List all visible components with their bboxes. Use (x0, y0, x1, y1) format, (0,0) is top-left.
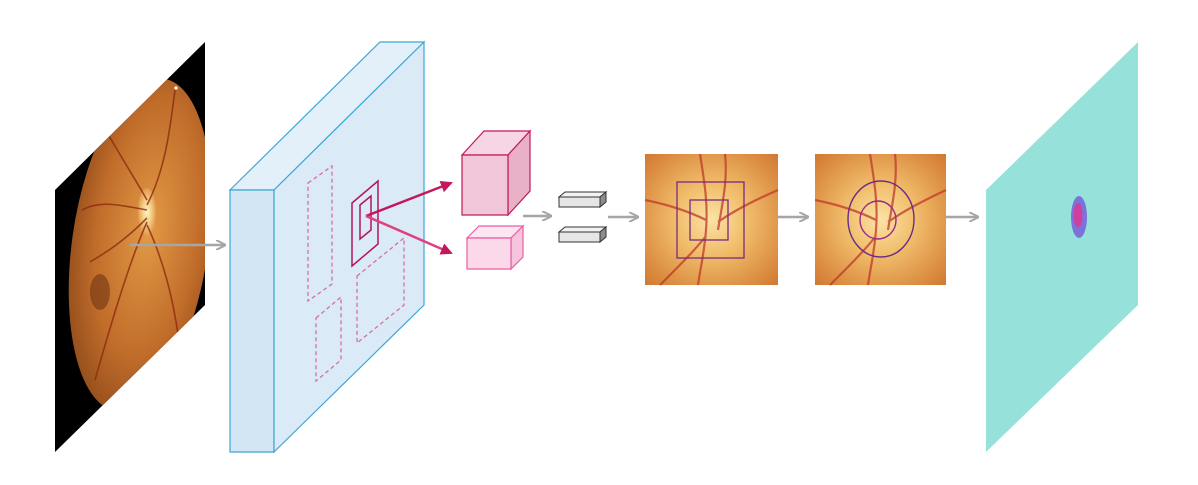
roi-box-lower (315, 295, 342, 383)
input-fundus-image (55, 42, 205, 452)
selected-roi (351, 179, 379, 268)
pooled-feature-cube-dark (460, 129, 532, 217)
detection-box-outer (676, 181, 745, 259)
mask-cup (1073, 203, 1083, 227)
fc-bar-bottom (557, 225, 608, 244)
fc-bar-top (557, 190, 608, 209)
cup-ellipse (859, 200, 897, 240)
pooled-feature-cube-light (465, 224, 525, 271)
roi-box-right (356, 236, 405, 345)
optic-disc (138, 188, 156, 236)
detection-crop (644, 153, 779, 286)
segmentation-crop (814, 153, 947, 286)
roi-proposals (307, 164, 405, 383)
arrow-roi-to-cube-light (365, 214, 453, 255)
disc-ellipse (847, 180, 915, 258)
fc-layers (557, 190, 608, 244)
detection-box-inner (689, 199, 729, 241)
macula (90, 274, 110, 310)
arrow-roi-to-cube-dark (365, 181, 453, 218)
feature-extractor-block (228, 40, 426, 454)
roi-box-tall (307, 164, 333, 303)
output-mask (986, 42, 1138, 452)
